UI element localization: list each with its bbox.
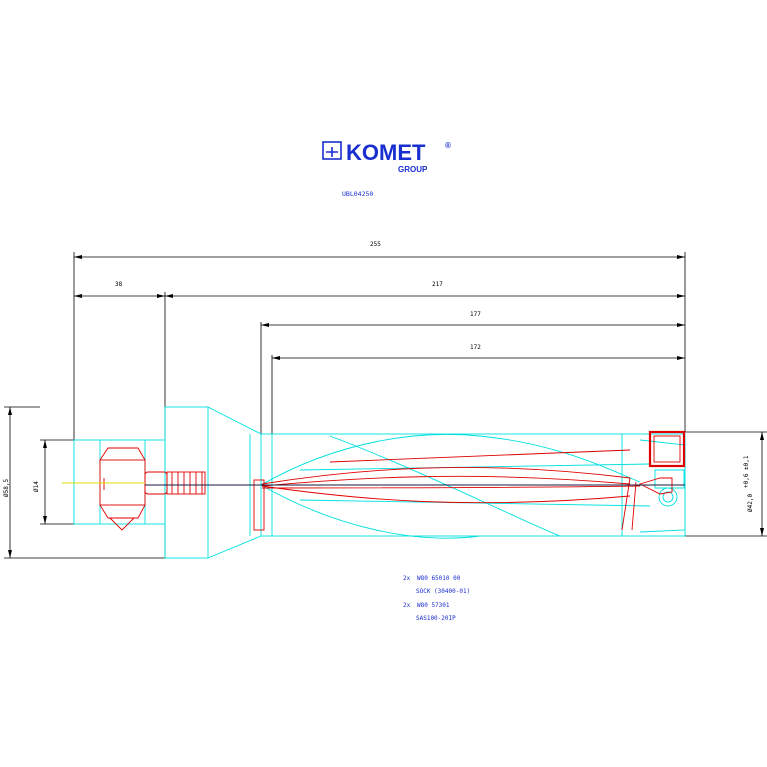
dim-tolerance: +0,6 ±0,1	[743, 455, 750, 488]
dim-length-2: 172	[470, 344, 481, 351]
part-2-desc: SAS100-20IP	[416, 615, 456, 622]
tool-outline	[73, 406, 686, 559]
dim-drill-diameter: Ø42,0	[747, 494, 754, 512]
centerlines	[62, 482, 685, 486]
logo-group: GROUP	[398, 165, 428, 174]
part-number: UBL04250	[342, 190, 373, 198]
part-2-qty: 2x	[403, 602, 411, 609]
dimension-arrows	[8, 255, 764, 558]
dim-flange-diameter: Ø58,5	[3, 479, 10, 497]
part-1-code: W80 65010 00	[417, 575, 461, 582]
logo-registered: ®	[445, 141, 451, 150]
part-2-code: W80 57301	[417, 602, 450, 609]
komet-logo: KOMET ® GROUP	[322, 140, 451, 174]
dimension-lines	[4, 252, 767, 559]
dim-overall-length: 255	[370, 241, 381, 248]
parts-list: 2x W80 65010 00 SOCK (30400-01) 2x W80 5…	[403, 575, 470, 622]
dim-shank-diameter: Ø14	[33, 481, 40, 492]
dim-body-length: 217	[432, 281, 443, 288]
section-details	[99, 430, 686, 531]
dim-shank-length: 38	[115, 281, 123, 288]
part-1-qty: 2x	[403, 575, 411, 582]
logo-name: KOMET	[346, 140, 426, 165]
komet-logo-mark-icon	[322, 141, 342, 160]
dim-length-1: 177	[470, 311, 481, 318]
part-1-desc: SOCK (30400-01)	[416, 588, 470, 595]
